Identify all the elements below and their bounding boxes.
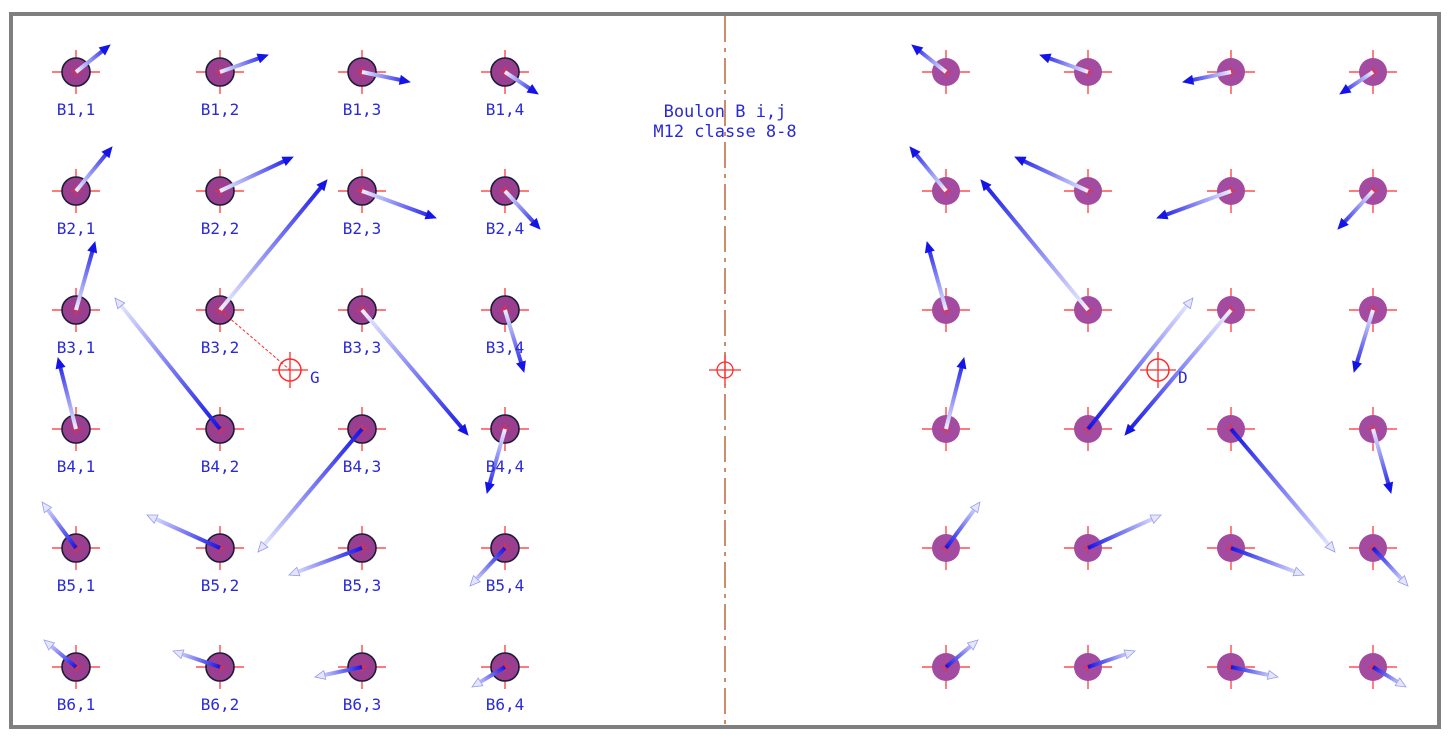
centroid-d-label: D — [1178, 368, 1188, 387]
bolt-label-2-4: B2,4 — [486, 219, 525, 238]
left-bolt-labels: B1,1 B1,2 B1,3 B1,4B2,1 B2,2 B2,3 B2,4B3,1 B3,2… — [57, 100, 525, 714]
right-force-arrow-1-1 — [911, 44, 948, 74]
left-force-arrow-3-3 — [360, 308, 469, 436]
left-force-arrow-5-3 — [288, 546, 363, 577]
left-force-arrow-6-1 — [43, 639, 78, 669]
right-force-arrow-5-3 — [1230, 546, 1305, 577]
left-force-arrow-2-2 — [219, 156, 294, 193]
right-force-arrow-5-2 — [1087, 514, 1162, 550]
left-force-arrow-5-1 — [41, 501, 78, 550]
left-force-arrow-2-3 — [361, 189, 437, 220]
left-force-arrow-1-2 — [219, 53, 269, 74]
left-force-arrow-6-3 — [314, 665, 363, 680]
bolt-label-6-4: B6,4 — [486, 695, 525, 714]
right-force-arrow-2-2 — [1014, 156, 1089, 193]
left-force-arrow-1-3 — [361, 70, 411, 85]
left-force-arrow-4-2 — [114, 297, 222, 431]
right-force-arrows — [909, 44, 1409, 688]
bolt-label-5-4: B5,4 — [486, 576, 525, 595]
bolt-label-1-3: B1,3 — [343, 100, 382, 119]
left-force-arrow-1-1 — [74, 44, 111, 74]
bolt-note-line2: M12 classe 8-8 — [653, 122, 796, 142]
left-force-arrow-5-4 — [469, 546, 507, 587]
left-force-arrow-2-4 — [503, 189, 541, 230]
right-force-arrow-5-1 — [944, 501, 981, 550]
right-force-arrow-1-3 — [1182, 70, 1232, 85]
right-force-arrow-3-1 — [924, 241, 948, 311]
left-force-arrow-5-2 — [146, 514, 221, 550]
right-force-arrow-2-3 — [1156, 189, 1232, 220]
bolt-label-6-3: B6,3 — [343, 695, 382, 714]
left-force-arrow-3-4 — [503, 309, 526, 373]
axis-center-marker — [709, 355, 741, 385]
centroid-g-marker — [272, 352, 308, 388]
left-force-arrow-6-2 — [172, 649, 221, 669]
right-force-arrow-3-3 — [1124, 308, 1233, 436]
left-force-arrow-6-4 — [471, 665, 507, 688]
right-force-arrow-2-1 — [909, 146, 948, 193]
bolt-label-2-3: B2,3 — [343, 219, 382, 238]
left-force-arrow-3-2 — [218, 179, 328, 312]
bolt-label-5-3: B5,3 — [343, 576, 382, 595]
right-force-arrow-1-4 — [1339, 70, 1375, 95]
right-force-arrow-2-4 — [1337, 189, 1375, 230]
radius-line-to-g — [219, 309, 291, 371]
bolt-label-3-1: B3,1 — [57, 338, 96, 357]
right-force-arrow-6-2 — [1087, 649, 1136, 669]
left-force-arrow-2-1 — [74, 146, 113, 193]
right-force-arrow-6-4 — [1371, 665, 1407, 688]
right-force-arrow-5-4 — [1371, 546, 1409, 587]
bolt-label-5-2: B5,2 — [201, 576, 240, 595]
left-force-arrow-4-4 — [484, 428, 507, 494]
right-force-arrow-3-2 — [980, 179, 1090, 312]
bolt-label-4-3: B4,3 — [343, 457, 382, 476]
right-force-arrow-4-4 — [1371, 428, 1394, 494]
right-force-arrow-4-3 — [1229, 427, 1336, 553]
right-force-arrow-4-1 — [944, 357, 967, 430]
right-force-arrow-3-4 — [1352, 309, 1375, 373]
right-force-arrow-4-2 — [1086, 297, 1194, 431]
left-force-arrow-4-3 — [257, 427, 364, 553]
bolt-label-1-4: B1,4 — [486, 100, 525, 119]
bolt-label-4-2: B4,2 — [201, 457, 240, 476]
bolt-label-3-4: B3,4 — [486, 338, 525, 357]
bolt-note-line1: Boulon B i,j — [664, 102, 787, 122]
centroid-d-marker — [1140, 352, 1176, 388]
bolt-label-1-2: B1,2 — [201, 100, 240, 119]
bolt-label-6-1: B6,1 — [57, 695, 96, 714]
bolt-label-3-2: B3,2 — [201, 338, 240, 357]
right-force-arrow-6-1 — [944, 639, 979, 669]
bolt-label-2-2: B2,2 — [201, 219, 240, 238]
bolt-label-2-1: B2,1 — [57, 219, 96, 238]
left-force-arrows — [41, 44, 541, 688]
bolt-label-4-1: B4,1 — [57, 457, 96, 476]
bolt-label-4-4: B4,4 — [486, 457, 525, 476]
bolt-label-6-2: B6,2 — [201, 695, 240, 714]
left-force-arrow-3-1 — [74, 241, 98, 311]
right-force-arrow-1-2 — [1039, 53, 1089, 74]
bolt-label-3-3: B3,3 — [343, 338, 382, 357]
bolt-label-5-1: B5,1 — [57, 576, 96, 595]
bolt-label-1-1: B1,1 — [57, 100, 96, 119]
right-force-arrow-6-3 — [1230, 665, 1279, 680]
left-force-arrow-1-4 — [503, 70, 539, 95]
centroid-g-label: G — [310, 368, 320, 387]
left-force-arrow-4-1 — [55, 357, 78, 430]
